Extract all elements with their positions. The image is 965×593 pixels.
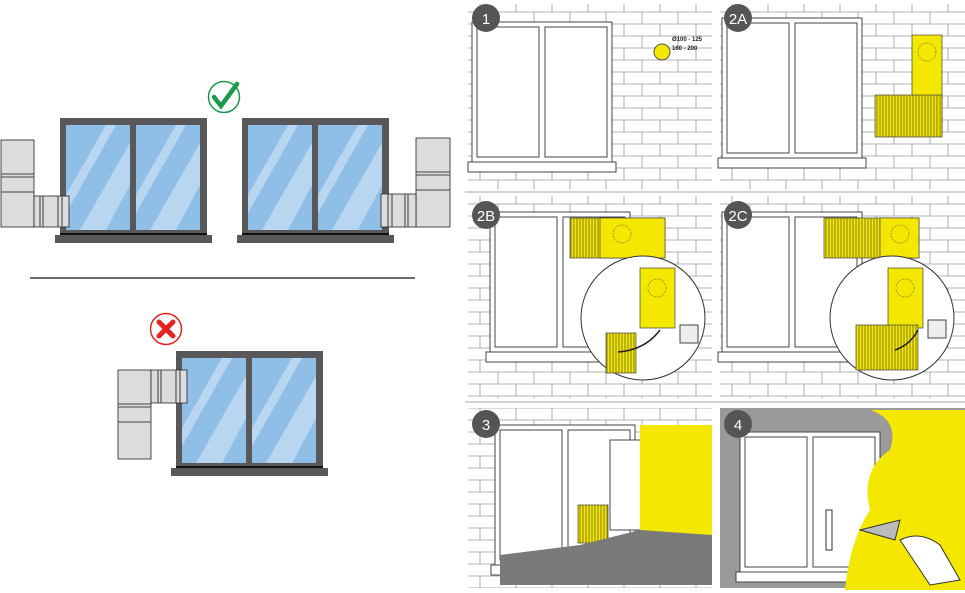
step-badge-4: 4: [724, 410, 752, 438]
step-4-panel: [720, 408, 965, 590]
step-badge-1: 1: [472, 4, 500, 32]
svg-text:3: 3: [482, 417, 490, 434]
dimension-line2: 160 - 200: [672, 46, 698, 52]
step-2a-panel: [717, 4, 965, 190]
step-badge-2c: 2C: [724, 201, 752, 229]
step-2b-panel: [468, 196, 712, 398]
check-circle-icon: [207, 80, 241, 114]
svg-text:2C: 2C: [728, 208, 747, 225]
svg-text:1: 1: [482, 11, 490, 28]
step-2c-panel: [717, 196, 965, 398]
step-badge-2a: 2A: [724, 4, 752, 32]
svg-text:2A: 2A: [729, 11, 747, 28]
correct-examples: [0, 80, 451, 244]
dimension-line1: Ø100 - 125: [672, 37, 703, 43]
step-badge-3: 3: [472, 410, 500, 438]
svg-text:2B: 2B: [477, 208, 495, 225]
x-circle-icon: [149, 312, 183, 346]
trowel-icon: [858, 519, 901, 541]
step-badge-2b: 2B: [472, 201, 500, 229]
step-3-panel: [468, 408, 712, 588]
svg-text:4: 4: [734, 417, 742, 434]
duct-hole-marker: [653, 43, 671, 61]
incorrect-example: [117, 312, 328, 477]
window-right-duct: [237, 118, 451, 243]
hand-icon: [899, 535, 961, 586]
window-left-duct: [0, 118, 212, 243]
step-1-panel: Ø100 - 125 160 - 200: [467, 4, 712, 190]
